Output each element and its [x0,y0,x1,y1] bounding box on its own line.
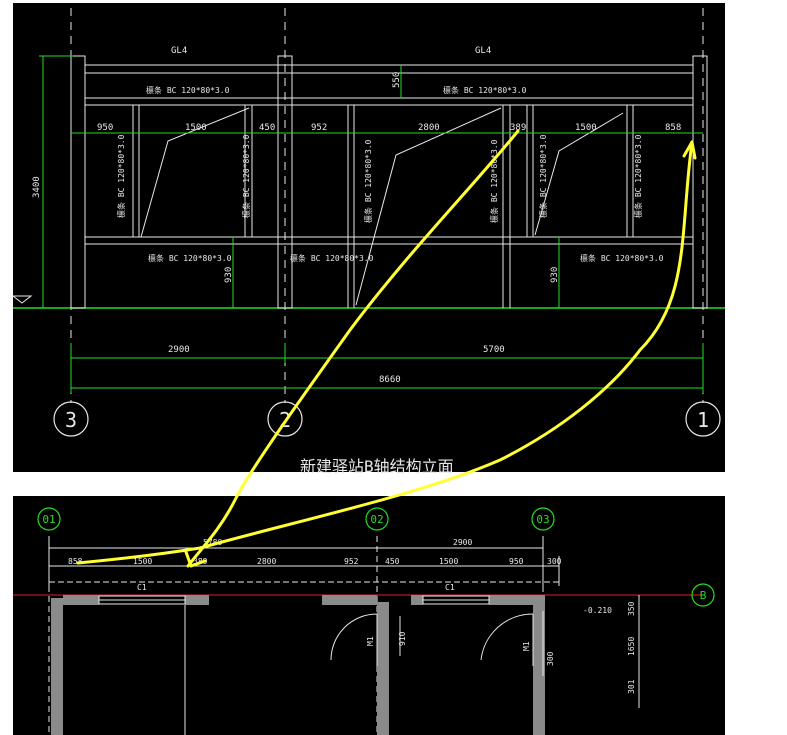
plan-axis-01: 01 [42,513,55,526]
plan-axis-B: B [700,589,707,602]
member-top-right: 檩条 BC 120*80*3.0 [443,85,527,95]
member-mid-right: 檩条 BC 120*80*3.0 [580,253,664,263]
plan-axis-bubble-01 [37,507,61,531]
plan-dim-450: 450 [385,557,400,566]
dim-930-left: 930 [224,267,234,283]
member-vertical-3: 檩条 BC 120*80*3.0 [363,139,373,223]
plan-axis-bubble-B [691,583,715,607]
label-window-right: C1 [445,583,455,592]
centerlines [70,8,704,403]
plan-dim-300: 300 [547,557,562,566]
plan-dim-350: 350 [627,601,636,616]
dim-5700: 5700 [483,345,505,355]
plan-dim-858: 858 [68,557,83,566]
dim-952: 952 [311,123,327,133]
plan-panel: 2900 5780 858 1500 389 2800 952 450 1500… [13,496,725,735]
plan-dim-1650: 1650 [627,637,636,656]
dim-450: 450 [259,123,275,133]
axis-label-2: 2 [279,408,291,432]
member-vertical-5: 檩条 BC 120*80*3.0 [538,134,548,218]
plan-dim-2800: 2800 [257,557,276,566]
dim-389: 389 [510,123,526,133]
dim-858: 858 [665,123,681,133]
member-top-left: 檩条 BC 120*80*3.0 [146,85,230,95]
plan-dim-1500-right: 1500 [439,557,458,566]
dim-2800: 2800 [418,123,440,133]
member-vertical-4: 檩条 BC 120*80*3.0 [489,139,499,223]
plan-axis-03: 03 [536,513,549,526]
dim-930-right: 930 [550,267,560,283]
dim-3400: 3400 [32,176,42,198]
plan-dim-950: 950 [509,557,524,566]
plan-dim-5780: 5780 [203,538,222,547]
elevation-panel: GL4 GL4 950 1500 450 952 2800 389 1500 8… [11,3,725,476]
member-vertical-2: 檩条 BC 120*80*3.0 [241,134,251,218]
plan-dim-389: 389 [193,557,208,566]
ground-marker [11,295,33,304]
dim-950: 950 [97,123,113,133]
plan-dim-2900: 2900 [453,538,472,547]
label-window-left: C1 [137,583,147,592]
axis-label-1: 1 [697,408,709,432]
label-door-left: M1 [366,636,375,646]
dim-2900: 2900 [168,345,190,355]
plan-dim-301: 301 [627,679,636,694]
plan-dim-910: 910 [398,631,407,646]
plan-drawing: 2900 5780 858 1500 389 2800 952 450 1500… [13,507,715,735]
beam-label-right: GL4 [475,46,491,56]
plan-windows [98,595,490,605]
member-mid-left: 檩条 BC 120*80*3.0 [148,253,232,263]
elevation-drawing: GL4 GL4 950 1500 450 952 2800 389 1500 8… [11,8,725,476]
dim-1500-right: 1500 [575,123,597,133]
member-vertical-6: 檩条 BC 120*80*3.0 [633,134,643,218]
plan-walls [51,595,545,735]
label-door-right: M1 [522,641,531,651]
axis-label-3: 3 [65,408,77,432]
drawing-title: 新建驿站B轴结构立面 [300,457,454,476]
plan-axis-02: 02 [370,513,383,526]
plan-dim-952: 952 [344,557,359,566]
member-vertical-1: 檩条 BC 120*80*3.0 [116,134,126,218]
plan-dim-300-vert: 300 [546,651,555,666]
dim-1500-left: 1500 [185,123,207,133]
plan-dim-1500-left: 1500 [133,557,152,566]
dim-550: 550 [392,72,402,88]
dim-8660: 8660 [379,375,401,385]
beam-label-left: GL4 [171,46,187,56]
member-mid-center: 檩条 BC 120*80*3.0 [290,253,374,263]
plan-doors [184,605,534,735]
label-level: -0.210 [583,606,612,615]
